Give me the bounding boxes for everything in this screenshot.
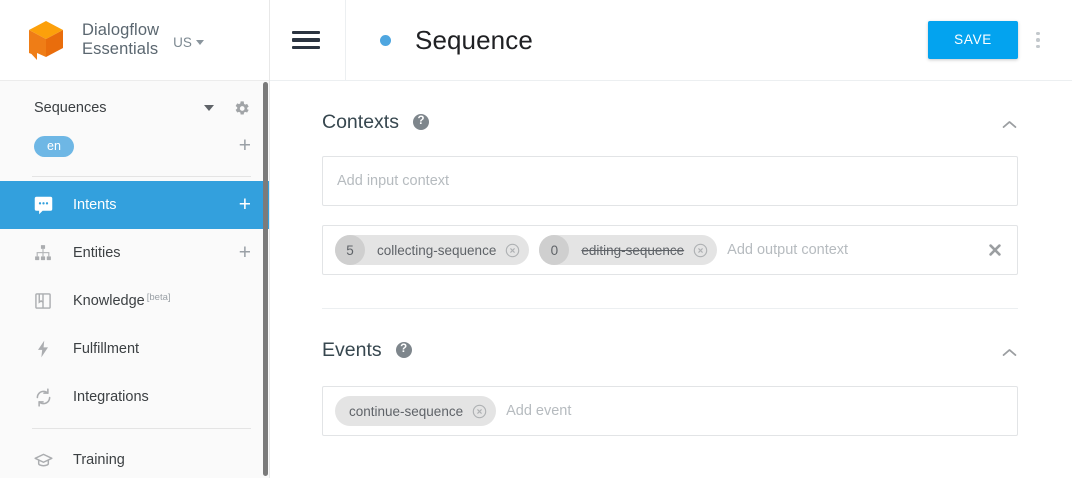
sidebar-divider [32,428,251,429]
main-panel: Sequence SAVE Contexts ? [270,0,1072,478]
sidebar-item-entities[interactable]: Entities + [0,229,269,277]
agent-selector[interactable]: Sequences [0,88,269,128]
sidebar-item-label: Fulfillment [73,341,140,357]
sidebar-scrollbar[interactable] [263,82,268,476]
contexts-section: Contexts ? Add input context 5 collectin… [322,81,1018,309]
event-chip[interactable]: continue-sequence [335,396,497,426]
contexts-header: Contexts ? [322,107,1018,137]
sidebar-item-label: Intents [73,197,117,213]
sidebar-item-label: Integrations [73,389,149,405]
add-entity-button[interactable]: + [238,241,251,264]
refresh-arrows-icon [32,386,54,408]
events-field[interactable]: continue-sequence Add event [322,386,1018,436]
remove-circle-icon[interactable] [472,404,487,419]
events-title: Events [322,338,382,361]
context-chip-label: editing-sequence [581,242,685,258]
brand-title: Dialogflow Essentials [82,21,159,59]
events-header: Events ? [322,335,1018,365]
hamburger-menu-icon[interactable] [292,30,320,50]
agent-name: Sequences [34,100,107,116]
chevron-up-icon[interactable] [1001,345,1018,356]
status-dot [380,34,391,46]
sidebar: Dialogflow Essentials US Sequences en + [0,0,270,478]
language-row: en + [0,128,269,164]
sidebar-item-fulfillment[interactable]: Fulfillment [0,325,269,373]
caret-down-icon[interactable] [204,105,214,111]
output-context-field[interactable]: 5 collecting-sequence 0 editing-sequence [322,225,1018,275]
remove-circle-icon[interactable] [693,243,708,258]
events-placeholder: Add event [506,403,572,419]
content-area: Contexts ? Add input context 5 collectin… [270,81,1072,436]
chevron-up-icon[interactable] [1001,117,1018,128]
add-intent-button[interactable]: + [238,193,251,216]
caret-down-icon [195,39,204,45]
kebab-menu-icon[interactable] [1024,21,1052,59]
sidebar-item-intents[interactable]: Intents + [0,181,269,229]
lightning-bolt-icon [32,338,54,360]
knowledge-text: Knowledge [73,293,145,309]
help-circle-icon[interactable]: ? [412,114,429,130]
sidebar-item-knowledge[interactable]: Knowledge [beta] [0,277,269,325]
beta-badge: [beta] [146,292,171,303]
language-chip-en[interactable]: en [34,135,74,157]
book-icon [32,290,54,312]
sidebar-item-label: Training [73,452,125,468]
dialogflow-cube-logo-icon [24,17,68,63]
sidebar-item-integrations[interactable]: Integrations [0,373,269,421]
graduation-cap-icon [32,449,54,471]
help-circle-icon[interactable]: ? [395,342,412,358]
brand-line-1: Dialogflow [82,21,160,39]
clear-x-icon[interactable] [987,242,1003,258]
region-selector[interactable]: US [173,31,204,50]
region-label: US [173,34,192,50]
context-chip-label: collecting-sequence [377,242,497,258]
sidebar-item-training[interactable]: Training [0,436,269,478]
brand-header[interactable]: Dialogflow Essentials US [0,0,269,81]
input-context-field[interactable]: Add input context [322,156,1018,206]
context-chip[interactable]: 0 editing-sequence [539,235,718,265]
chat-bubble-icon [32,194,54,216]
topbar-separator [345,0,346,81]
sidebar-divider [32,176,251,177]
sidebar-item-label: Knowledge [beta] [73,292,251,309]
remove-circle-icon[interactable] [505,243,520,258]
input-context-placeholder: Add input context [337,173,450,189]
brand-line-2: Essentials [82,40,159,58]
topbar: Sequence SAVE [270,0,1072,81]
page-title: Sequence [415,24,533,55]
gear-icon[interactable] [232,99,251,118]
output-context-placeholder: Add output context [727,242,849,258]
context-lifespan[interactable]: 5 [335,235,365,265]
sidebar-item-label: Entities [73,245,121,261]
context-chip[interactable]: 5 collecting-sequence [335,235,530,265]
add-language-button[interactable]: + [238,134,251,157]
save-button[interactable]: SAVE [928,21,1018,59]
contexts-title: Contexts [322,110,399,133]
event-chip-label: continue-sequence [349,403,464,419]
events-section: Events ? continue-sequence [322,309,1018,436]
context-lifespan[interactable]: 0 [539,235,570,265]
topbar-actions: SAVE [928,21,1072,59]
hierarchy-icon [32,242,54,264]
section-divider [322,308,1018,309]
sidebar-nav: Intents + En [0,181,269,478]
